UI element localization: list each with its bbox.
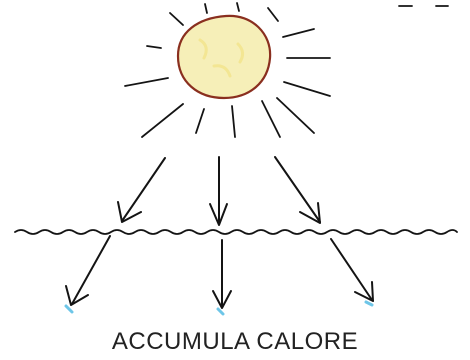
sun-ray (236, 2, 240, 12)
sun-ray (282, 28, 315, 38)
water-surface (14, 229, 458, 235)
sun-ray (204, 3, 208, 14)
sun-ray (261, 100, 281, 138)
incoming-arrows (117, 156, 321, 226)
sun-ray (146, 45, 162, 49)
sun-icon (176, 14, 272, 100)
refracted-arrow-underwater (212, 239, 232, 316)
incoming-sunlight-arrow (117, 157, 166, 223)
sun-ray (124, 77, 169, 87)
sun-ray (276, 97, 315, 134)
sun-ray (267, 7, 279, 22)
diagram-caption: ACCUMULA CALORE (111, 328, 359, 355)
refracted-arrow-underwater (330, 238, 374, 307)
refracted-arrow-underwater (64, 235, 111, 314)
water-surface-line (14, 229, 458, 235)
incoming-sunlight-arrow (274, 156, 321, 224)
sun-ray (141, 103, 184, 138)
sun-ray (195, 108, 205, 134)
incoming-sunlight-arrow (209, 156, 228, 226)
refracted-arrows (64, 235, 374, 316)
sun-ray (169, 12, 184, 26)
sun-ray (231, 105, 236, 138)
sun-rays (124, 2, 449, 138)
sun-ray (283, 81, 331, 97)
